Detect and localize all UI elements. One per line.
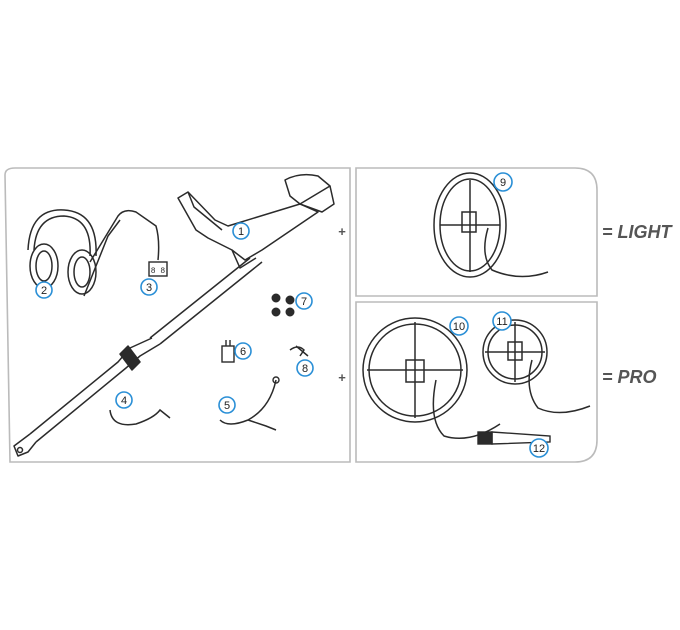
callout-label-10: 10 (453, 321, 465, 333)
callout-label-11: 11 (496, 316, 507, 328)
callout-circle-3 (140, 278, 158, 296)
callout-label-7: 7 (301, 296, 307, 308)
callout-label-1: 1 (238, 226, 244, 238)
light-kit-frame (355, 167, 598, 297)
callout-circle-10 (449, 316, 469, 336)
callout-label-3: 3 (146, 282, 152, 294)
callout-label-8: 8 (302, 363, 308, 375)
coil-large-pro (362, 317, 501, 439)
pro-package-label: = PRO (602, 367, 657, 387)
callout-label-2: 2 (41, 285, 47, 297)
headphones (27, 209, 160, 297)
callout-circle-2 (35, 281, 53, 299)
callout-label-12: 12 (533, 443, 545, 455)
washers (271, 293, 295, 317)
main-kit-frame (4, 167, 351, 463)
headphone-adapter: 8 8 (148, 261, 168, 277)
coil-light (433, 172, 549, 278)
light-package-label: = LIGHT (602, 222, 674, 242)
plus-sign-pro: + (338, 370, 346, 385)
callout-group: 1 2 3 4 5 6 7 8 9 10 11 12 (35, 172, 549, 458)
callout-circle-9 (493, 172, 513, 192)
callout-circle-6 (234, 342, 252, 360)
callout-circle-1 (232, 222, 250, 240)
pro-kit-frame (355, 301, 598, 463)
charger (221, 340, 235, 363)
callout-circle-5 (218, 396, 236, 414)
callout-label-9: 9 (500, 177, 506, 189)
pinpointer (477, 431, 551, 445)
adapter-text: 8 8 (151, 267, 166, 276)
callout-circle-7 (295, 292, 313, 310)
callout-circle-8 (296, 359, 314, 377)
callout-label-4: 4 (121, 395, 127, 407)
callout-circle-11 (492, 311, 512, 331)
detector-shaft (13, 173, 335, 457)
clip (289, 345, 309, 357)
coil-small-pro (482, 319, 591, 414)
callout-circle-12 (529, 438, 549, 458)
callout-label-6: 6 (240, 346, 246, 358)
callout-circle-4 (115, 391, 133, 409)
cable-b (219, 379, 277, 431)
callout-label-5: 5 (224, 400, 230, 412)
plus-sign-light: + (338, 224, 346, 239)
cable-a (109, 408, 171, 426)
